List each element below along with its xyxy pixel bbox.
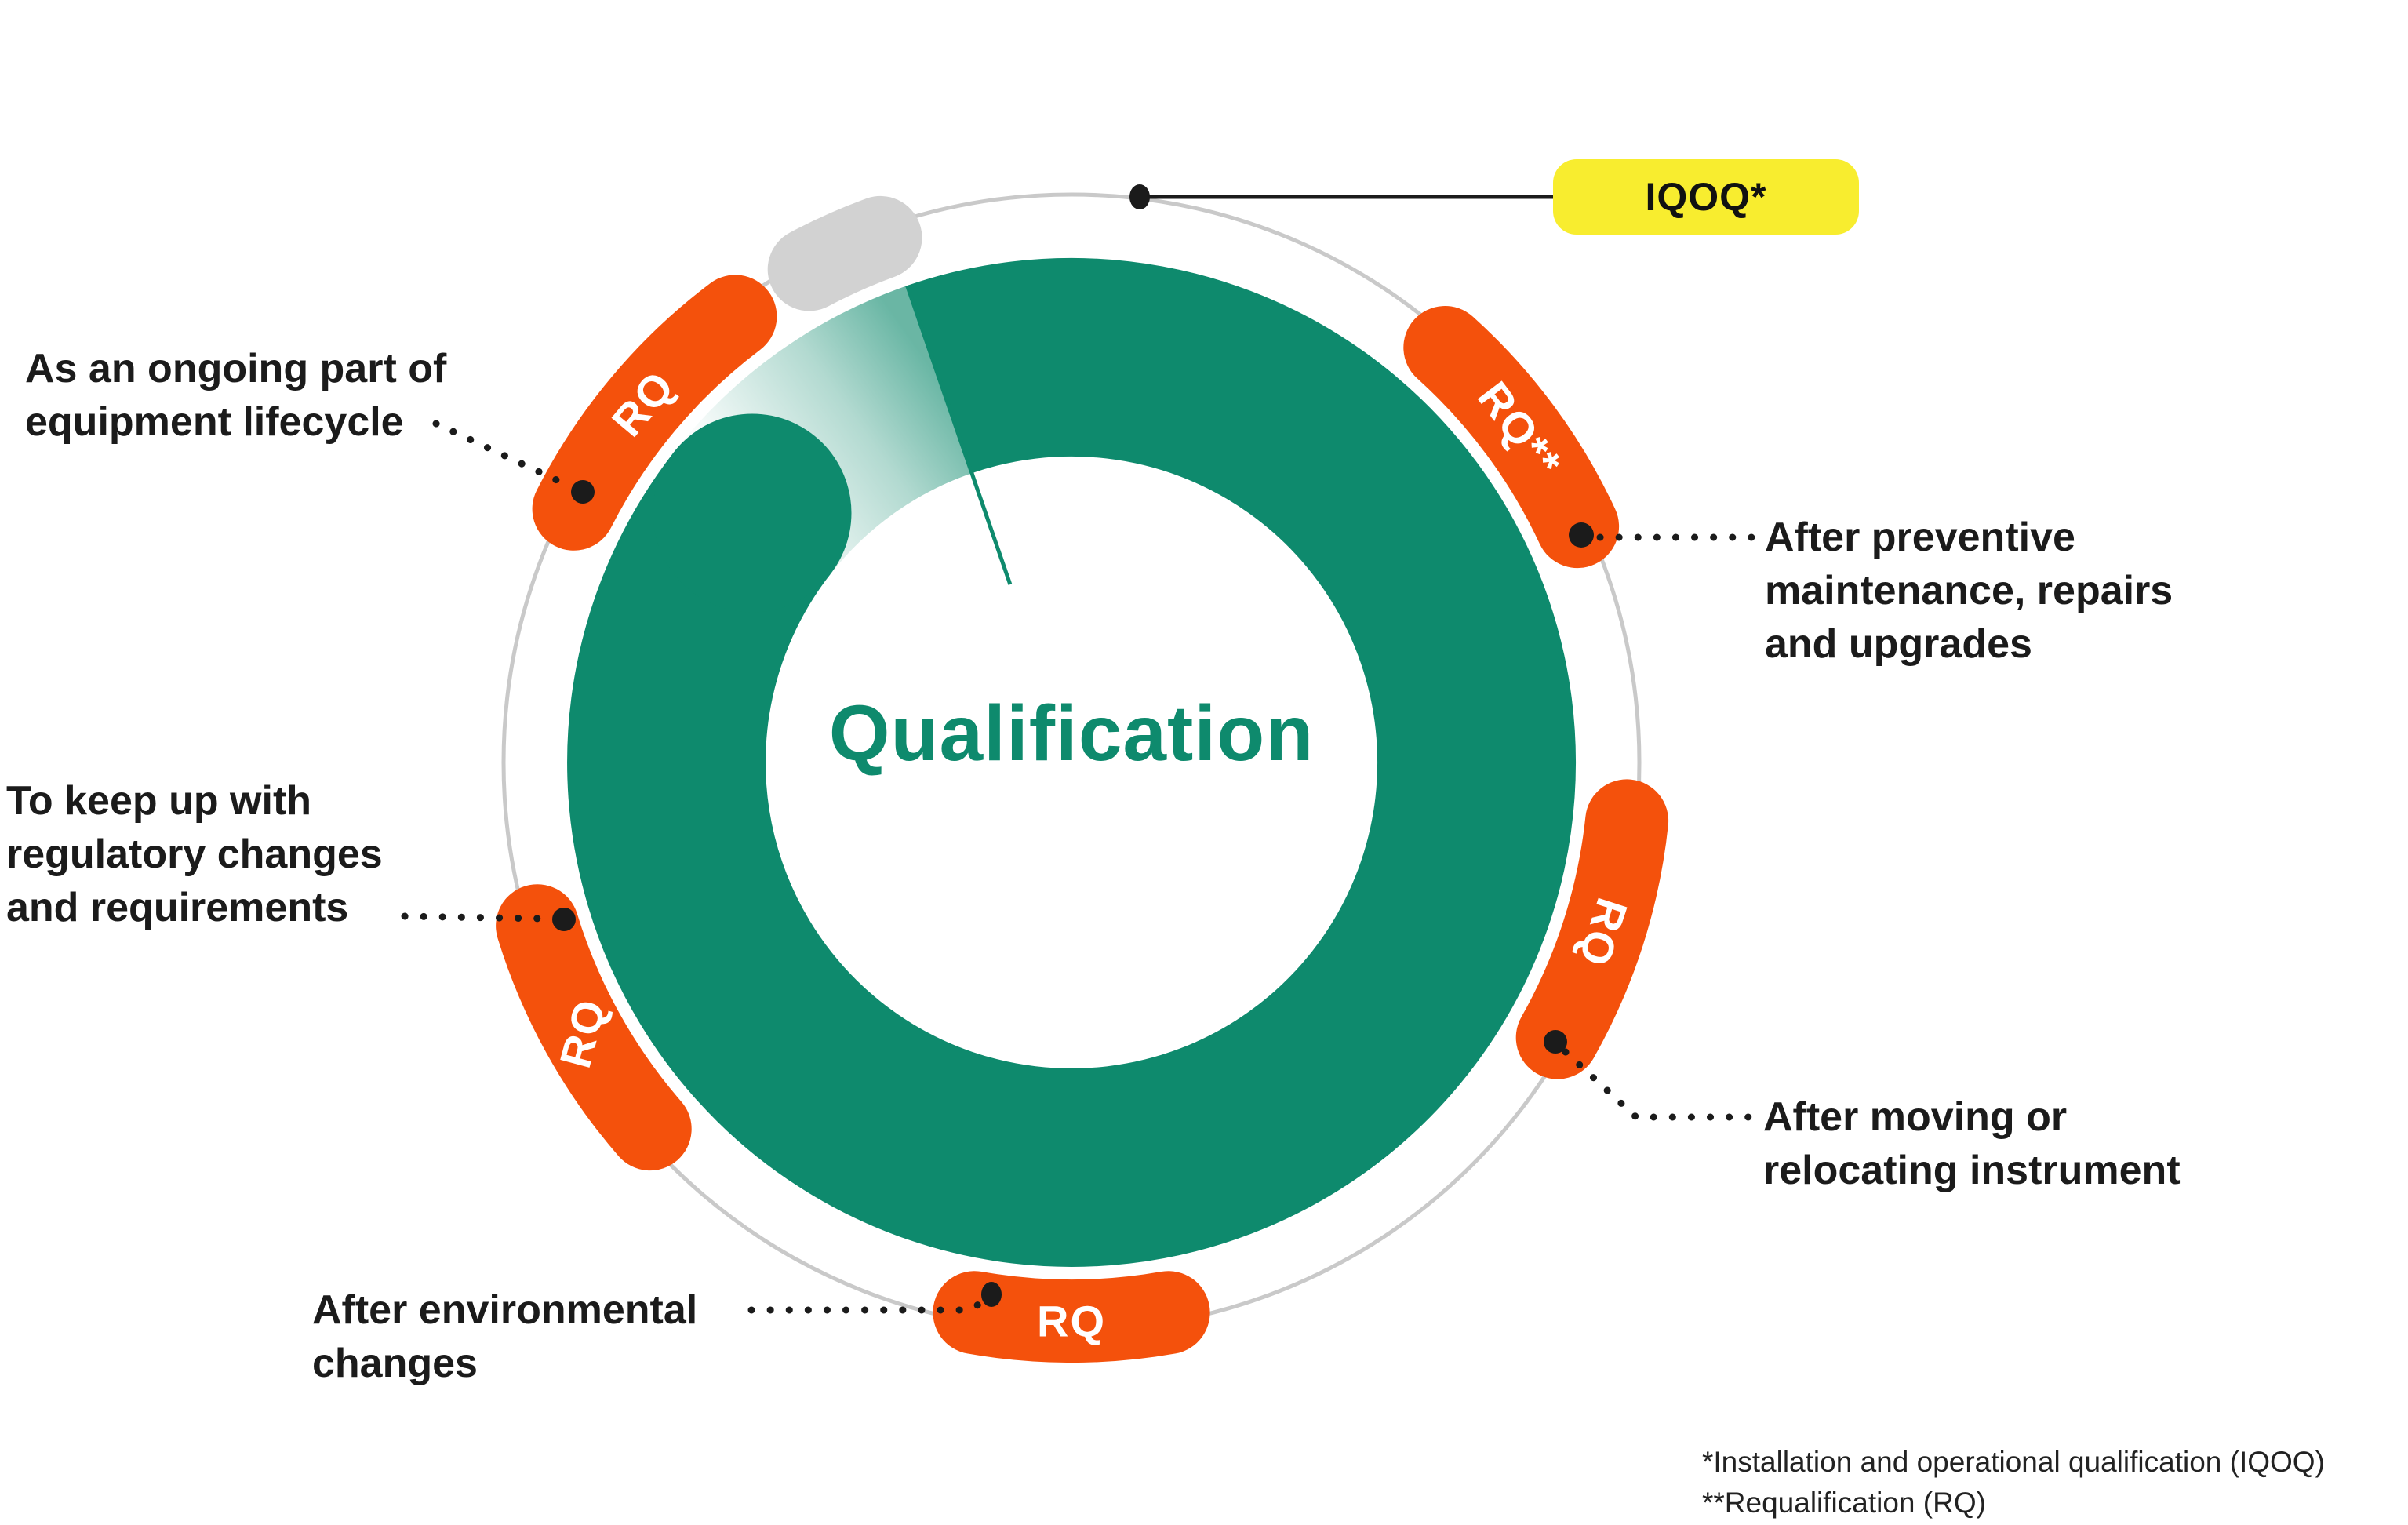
segment-capsule-top-right — [1403, 306, 1620, 569]
footnote-iqoq: *Installation and operational qualificat… — [1702, 1446, 2325, 1478]
anchor-dot-top-left — [571, 480, 595, 504]
anchor-dot-bottom — [981, 1282, 1002, 1307]
center-title: Qualification — [828, 690, 1315, 777]
lifecycle-ring — [567, 257, 1577, 1267]
anchor-dot-right — [1544, 1030, 1567, 1054]
segment-capsule-bottom — [933, 1271, 1210, 1363]
segment-capsule-right — [1515, 779, 1669, 1079]
annotation-environmental: After environmental changes — [312, 1287, 698, 1386]
segment-capsule-left — [496, 884, 692, 1171]
ring-end-cap — [653, 413, 852, 613]
leader-dotted-regulatory — [401, 912, 547, 923]
leader-dotted-environmental — [747, 1299, 988, 1314]
annotation-regulatory: To keep up with regulatory changes and r… — [6, 778, 383, 930]
leader-dotted-moving — [1562, 1048, 1767, 1121]
iqoq-badge: IQOQ* — [1553, 159, 1859, 235]
footnote-rq: **Requalification (RQ) — [1702, 1487, 1986, 1519]
leader-dotted-ongoing — [432, 420, 576, 491]
anchor-dot-top-right — [1569, 522, 1594, 548]
annotation-ongoing: As an ongoing part of equipment lifecycl… — [25, 346, 447, 445]
ring-needle — [905, 285, 1013, 585]
anchor-dot-iqoq — [1129, 184, 1150, 209]
anchor-dot-left — [552, 908, 576, 931]
segment-capsule-gray — [767, 195, 922, 311]
footnotes: *Installation and operational qualificat… — [1702, 1442, 2325, 1523]
annotation-preventive: After preventive maintenance, repairs an… — [1765, 515, 2173, 667]
annotation-moving: After moving or relocating instrument — [1763, 1094, 2181, 1193]
segment-label-bottom: RQ — [1037, 1296, 1106, 1346]
